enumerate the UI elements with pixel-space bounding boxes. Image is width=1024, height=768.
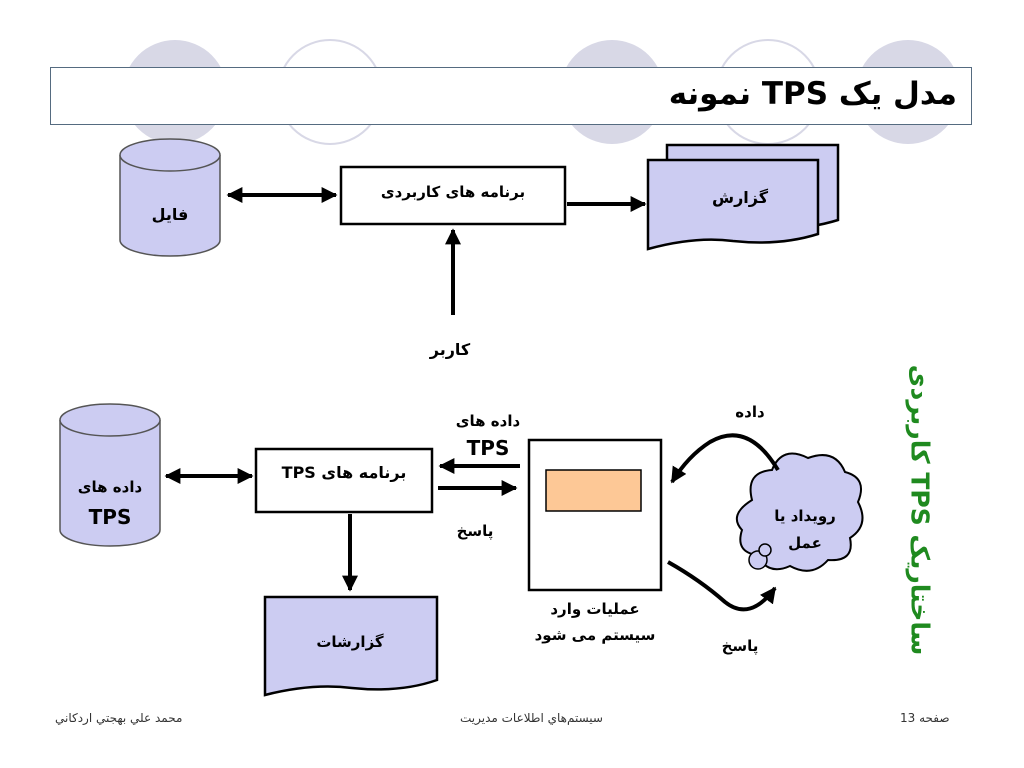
event-cloud bbox=[735, 452, 864, 572]
data-label-line1: داده های bbox=[455, 412, 521, 430]
event-label-line2: عمل bbox=[788, 534, 822, 552]
report-document bbox=[646, 143, 840, 251]
app-label: برنامه های کاربردی bbox=[380, 183, 526, 201]
terminal-response-arrow bbox=[667, 560, 777, 612]
footer-course: سيستم‌هاي اطلاعات مديريت bbox=[460, 711, 603, 725]
reports-label: گزارشات bbox=[316, 633, 384, 651]
report-label: گزارش bbox=[711, 188, 769, 207]
response-left-label: پاسخ bbox=[456, 522, 494, 540]
db-label-line1: داده های bbox=[77, 478, 143, 496]
data-right-label: داده bbox=[735, 403, 765, 421]
event-label-line1: رویداد یا bbox=[774, 507, 836, 525]
title-bar: مدل یک TPS نمونه bbox=[50, 67, 972, 125]
side-caption-box: ساختاریک TPS کاربردی bbox=[880, 365, 960, 656]
footer-author: محمد علي بهجتي اردكاني bbox=[55, 711, 183, 725]
terminal-screen bbox=[545, 469, 642, 512]
reports-document bbox=[263, 595, 439, 697]
file-label: فايل bbox=[151, 205, 189, 224]
program-label: برنامه های TPS bbox=[281, 463, 407, 482]
data-label-line2: TPS bbox=[466, 436, 510, 460]
slide-title: مدل یک TPS نمونه bbox=[668, 76, 957, 112]
user-label: کاربر bbox=[429, 340, 471, 359]
footer-page-number: صفحه 13 bbox=[900, 711, 950, 725]
ops-label-line1: عملیات وارد bbox=[550, 600, 640, 618]
cloud-bubble bbox=[758, 543, 772, 557]
terminal-box bbox=[527, 438, 663, 592]
side-caption: ساختاریک TPS کاربردی bbox=[905, 364, 935, 656]
top-diagram bbox=[119, 138, 840, 315]
tps-program-box bbox=[254, 447, 434, 514]
cloud-data-arrow bbox=[670, 433, 780, 484]
bottom-diagram bbox=[59, 403, 864, 697]
db-label-line2: TPS bbox=[88, 505, 132, 529]
response-right-label: پاسخ bbox=[721, 637, 759, 655]
file-cylinder bbox=[119, 138, 221, 257]
ops-label-line2: سیستم می شود bbox=[534, 626, 656, 644]
tps-database-cylinder bbox=[59, 403, 161, 547]
app-box bbox=[339, 165, 567, 226]
